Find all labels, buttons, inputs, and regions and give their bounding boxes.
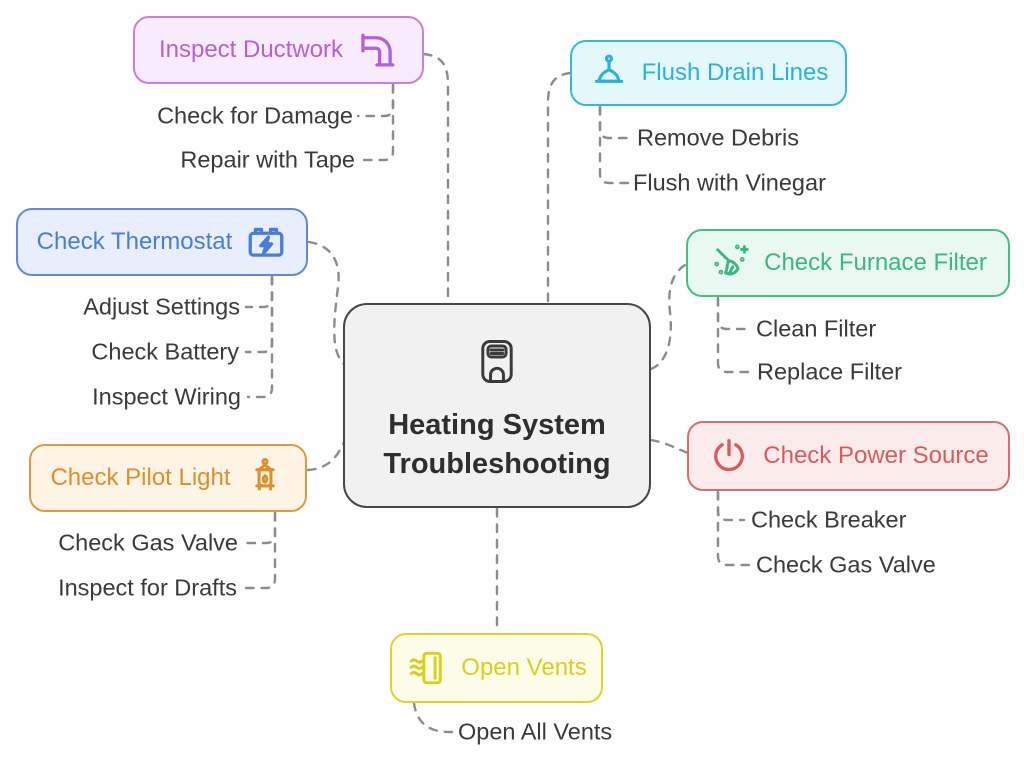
- child-open-all-vents[interactable]: Open All Vents: [458, 718, 613, 745]
- node-label: Check Power Source: [763, 442, 989, 469]
- node-check-pilot-light[interactable]: Check Pilot Light: [29, 444, 307, 512]
- node-label: Check Thermostat: [36, 228, 233, 255]
- edge-power-child2: [716, 490, 751, 567]
- edge-drain-center: [546, 71, 572, 306]
- edge-thermostat-center: [307, 240, 346, 366]
- child-replace-filter[interactable]: Replace Filter: [757, 358, 902, 385]
- edge-thermostat-child1: [244, 275, 274, 309]
- plunger-icon: [594, 54, 623, 83]
- child-inspect-wiring[interactable]: Inspect Wiring: [92, 383, 241, 410]
- edge-pilot-child1: [243, 511, 277, 545]
- center-title-line2: Troubleshooting: [383, 447, 611, 480]
- edge-filter-center: [649, 262, 689, 371]
- edge-drain-child1: [598, 105, 634, 140]
- edge-ductwork-child1: [356, 83, 395, 118]
- node-label: Check Furnace Filter: [764, 249, 987, 276]
- edge-filter-child2: [716, 296, 752, 374]
- edge-ductwork-child2: [362, 83, 395, 162]
- battery-icon: [248, 227, 284, 257]
- child-remove-debris[interactable]: Remove Debris: [637, 124, 799, 151]
- edge-pilot-child2: [242, 511, 277, 590]
- broom-icon: [714, 244, 749, 276]
- node-inspect-ductwork[interactable]: Inspect Ductwork: [133, 16, 424, 84]
- edge-power-child1: [716, 490, 746, 522]
- node-check-furnace-filter[interactable]: Check Furnace Filter: [686, 229, 1010, 297]
- node-label: Inspect Ductwork: [158, 36, 344, 63]
- node-check-power-source[interactable]: Check Power Source: [687, 421, 1010, 491]
- child-check-battery[interactable]: Check Battery: [91, 338, 239, 365]
- child-check-breaker[interactable]: Check Breaker: [751, 506, 907, 533]
- node-open-vents[interactable]: Open Vents: [390, 633, 603, 703]
- edge-filter-child1: [716, 296, 751, 331]
- child-repair-with-tape[interactable]: Repair with Tape: [180, 146, 355, 173]
- edge-thermostat-child3: [246, 275, 274, 399]
- node-check-thermostat[interactable]: Check Thermostat: [16, 208, 308, 276]
- node-label: Open Vents: [461, 654, 587, 681]
- child-check-gas-valve-pilot[interactable]: Check Gas Valve: [58, 529, 238, 556]
- child-clean-filter[interactable]: Clean Filter: [756, 315, 877, 342]
- child-flush-with-vinegar[interactable]: Flush with Vinegar: [633, 169, 826, 196]
- edge-pilot-center: [306, 440, 346, 472]
- child-inspect-for-drafts[interactable]: Inspect for Drafts: [58, 574, 237, 601]
- center-title: Heating System Troubleshooting: [383, 406, 610, 484]
- child-adjust-settings[interactable]: Adjust Settings: [83, 293, 240, 320]
- node-center-heating-system-troubleshooting[interactable]: Heating System Troubleshooting: [343, 303, 651, 508]
- node-label: Check Pilot Light: [50, 464, 231, 491]
- edge-vents-child1: [412, 701, 454, 734]
- edge-thermostat-child2: [244, 275, 274, 354]
- center-title-line1: Heating System: [388, 408, 606, 441]
- furnace-icon: [481, 339, 513, 383]
- pipe-icon: [361, 33, 395, 67]
- vent-icon: [410, 651, 443, 685]
- node-flush-drain-lines[interactable]: Flush Drain Lines: [570, 40, 847, 106]
- lantern-icon: [254, 457, 275, 491]
- edge-ductwork-center: [422, 52, 450, 306]
- child-check-gas-valve-power[interactable]: Check Gas Valve: [756, 551, 936, 578]
- edge-power-center: [649, 438, 690, 455]
- power-icon: [714, 438, 745, 472]
- child-check-for-damage[interactable]: Check for Damage: [157, 102, 353, 129]
- edge-drain-child2: [598, 105, 630, 185]
- node-label: Flush Drain Lines: [641, 59, 829, 86]
